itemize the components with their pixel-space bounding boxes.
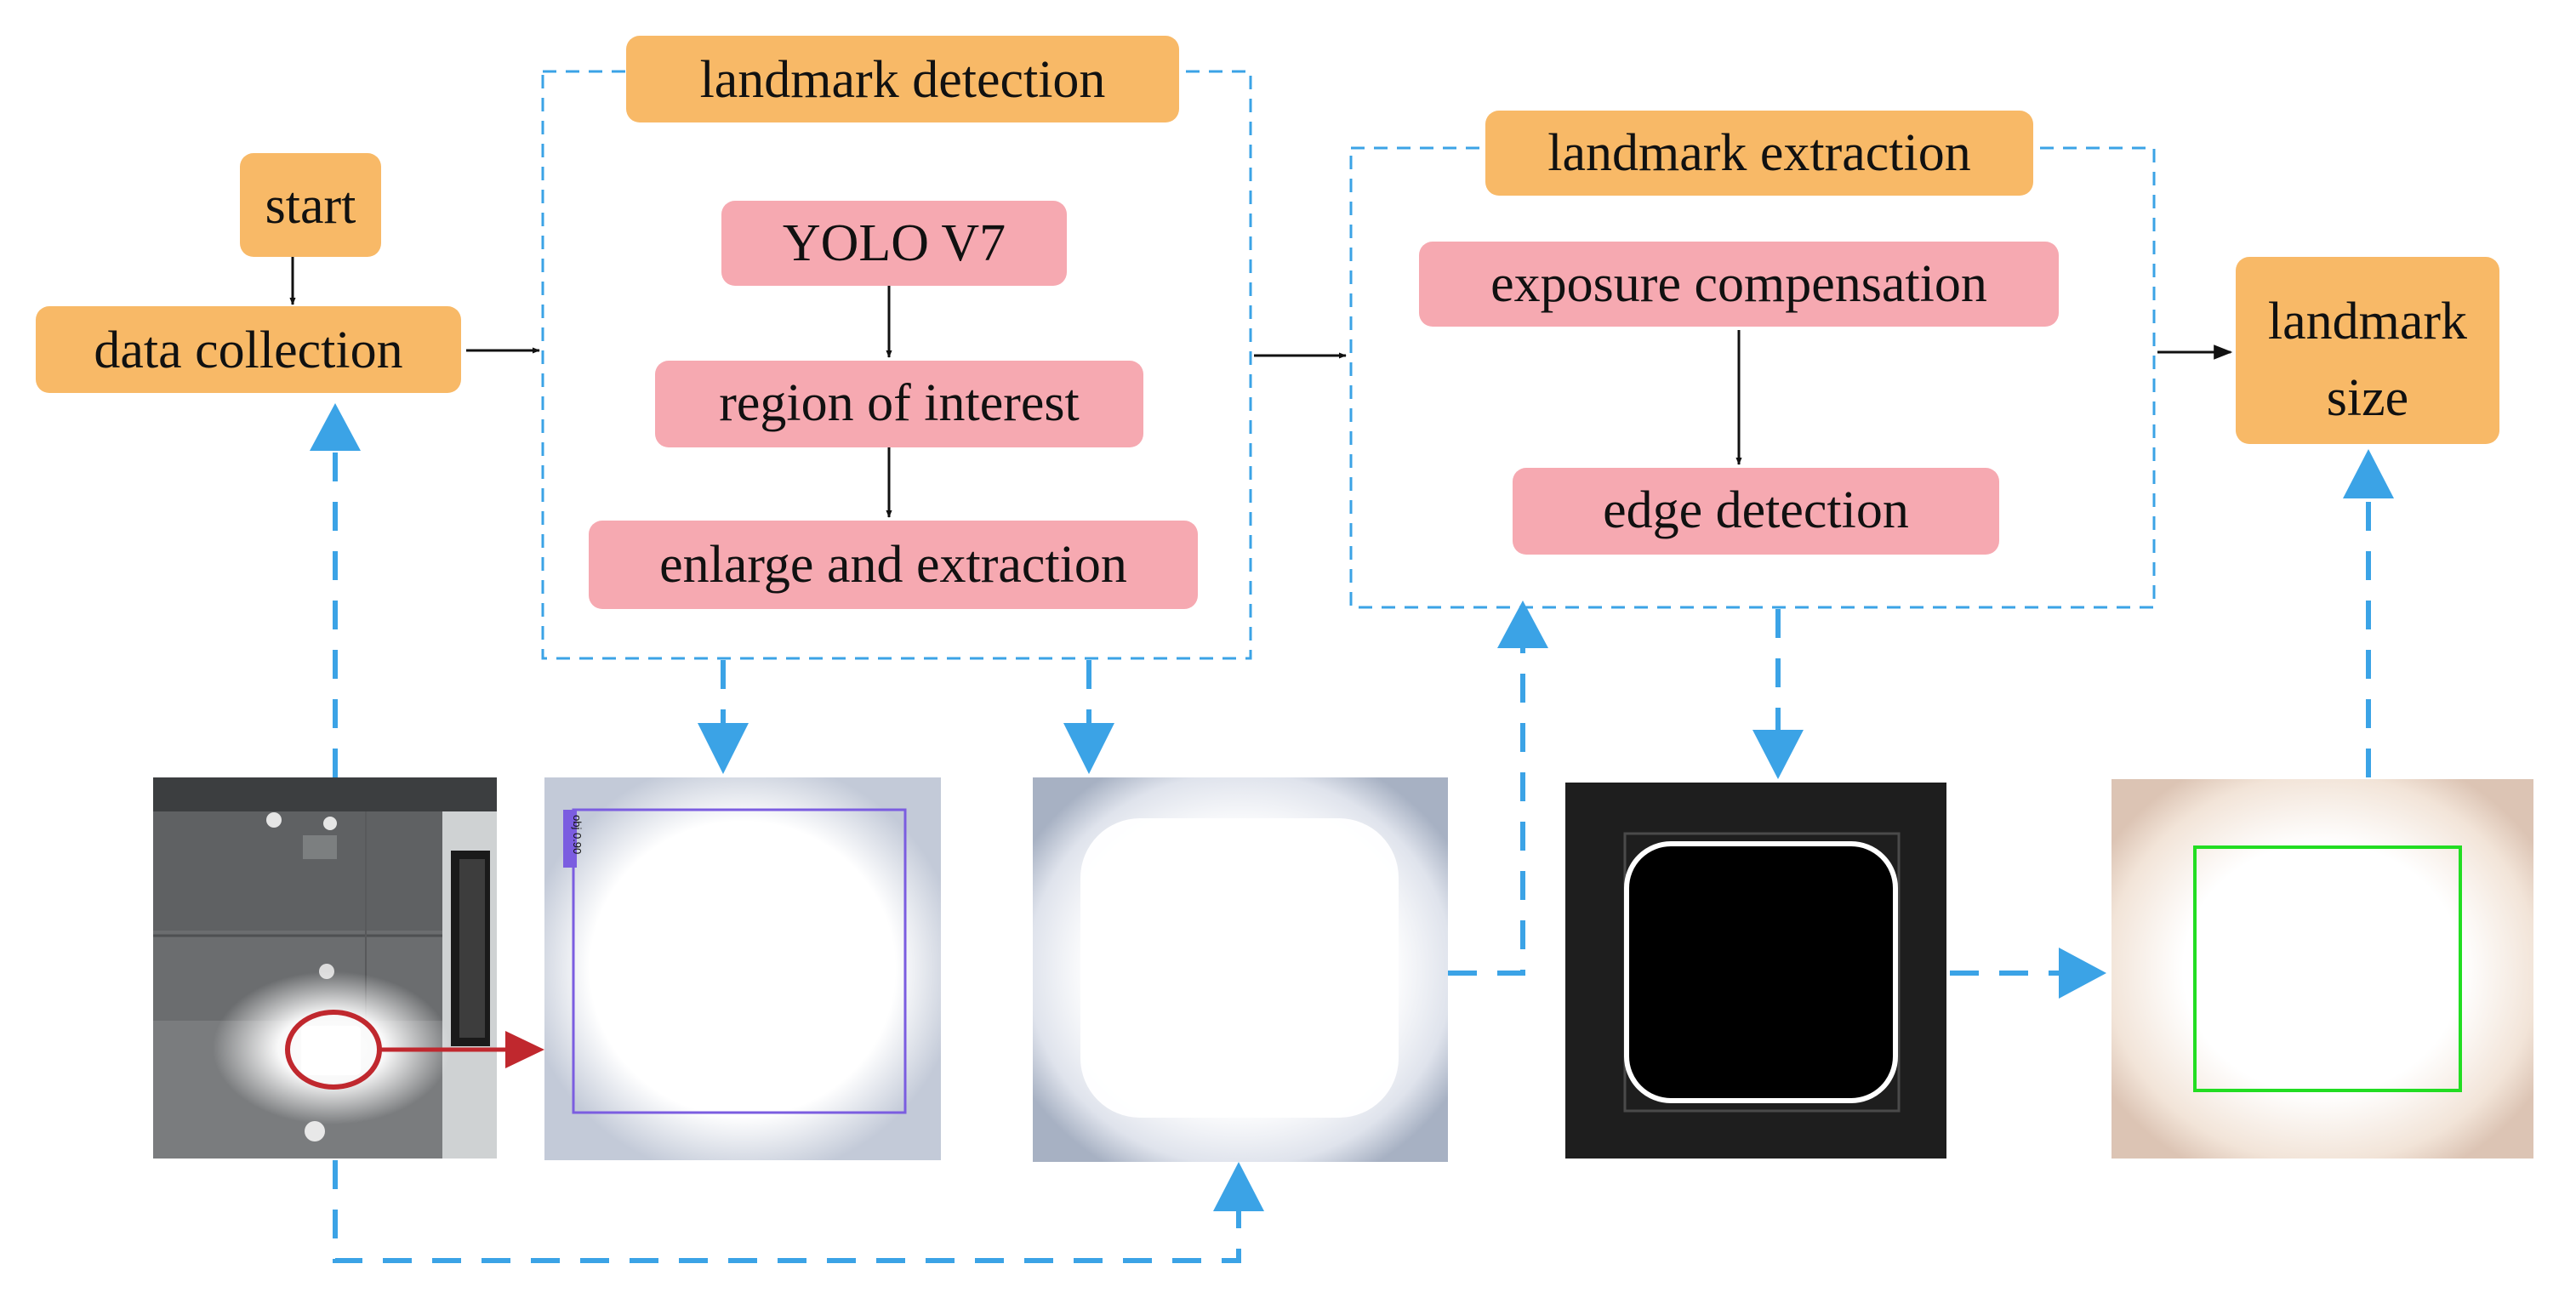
landmark-extraction-label: landmark extraction [1547, 124, 1971, 182]
data-collection-node: data collection [36, 306, 461, 393]
landmark-detection-label: landmark detection [700, 51, 1106, 109]
landmark-size-label-line2: size [2327, 369, 2408, 427]
arrowhead-up-size [2343, 449, 2394, 498]
landmark-size-panel [2112, 779, 2533, 1159]
enlarged-roi-panel [1033, 777, 1448, 1162]
exposure-compensation-node: exposure compensation [1419, 242, 2059, 327]
detection-score-label: obj 0.90 [571, 815, 584, 854]
detection-bounding-box [572, 808, 907, 1114]
arrowhead-down-panel2 [698, 723, 749, 774]
dashed-photo-to-panel3-bottom [333, 1160, 1241, 1263]
landmark-extraction-header: landmark extraction [1485, 111, 2033, 196]
yolo-node: YOLO V7 [721, 201, 1067, 286]
data-collection-label: data collection [94, 322, 402, 379]
start-label: start [265, 177, 356, 235]
arrowhead-down-panel3 [1063, 723, 1114, 774]
start-node: start [240, 153, 381, 257]
arrowhead-up-panel3 [1213, 1162, 1264, 1211]
landmark-size-node: landmark size [2236, 257, 2499, 444]
arrowhead-down-panel4 [1752, 730, 1804, 779]
dashed-connectors [333, 453, 2371, 1263]
enlarge-extraction-label: enlarge and extraction [659, 536, 1127, 594]
dashed-panel3-to-extraction [1448, 646, 1525, 976]
arrowhead-up-extraction [1497, 601, 1548, 648]
enlarge-extraction-node: enlarge and extraction [589, 521, 1198, 609]
highlight-pointer-arrowhead [505, 1031, 544, 1068]
landmark-size-label-line1: landmark [2268, 293, 2467, 350]
detection-result-panel: obj 0.90 [544, 777, 941, 1160]
edge-detection-node: edge detection [1513, 468, 1999, 555]
edge-detection-label: edge detection [1603, 481, 1909, 539]
detected-edge-contour [1624, 841, 1898, 1103]
region-of-interest-label: region of interest [719, 374, 1080, 432]
yolo-label: YOLO V7 [783, 214, 1006, 272]
landmark-size-box [2193, 845, 2462, 1092]
edge-detection-panel [1565, 783, 1946, 1159]
ceiling-photo-panel [153, 777, 544, 1159]
arrowhead-up-data-collection [310, 403, 361, 451]
dashed-arrowheads [310, 403, 2394, 1211]
region-of-interest-node: region of interest [655, 361, 1143, 447]
landmark-detection-header: landmark detection [626, 36, 1179, 122]
exposure-compensation-label: exposure compensation [1490, 255, 1987, 313]
arrowhead-right-panel5 [2059, 948, 2106, 999]
